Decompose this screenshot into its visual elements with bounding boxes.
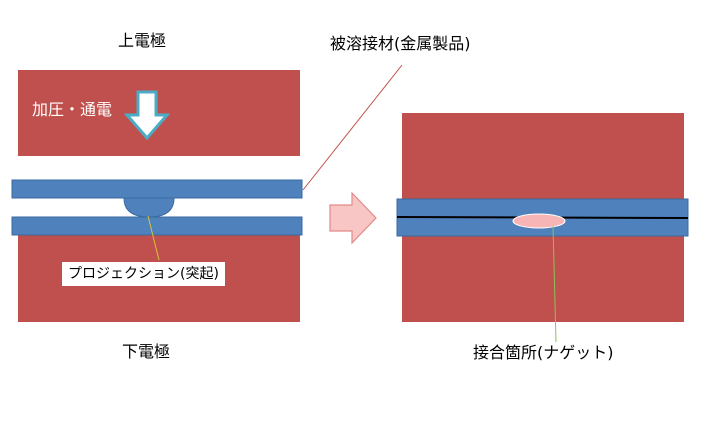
lower-sheet [11,216,303,236]
projection-leader-line [147,215,160,261]
upper-electrode-block [18,70,300,156]
nugget-leader-line [552,225,557,343]
nugget-ellipse [512,213,566,229]
upper-electrode-label: 上電極 [118,31,167,50]
nugget-label: 接合箇所(ナゲット) [473,343,614,362]
pressure-current-label: 加圧・通電 [32,100,113,119]
workpiece-leader-line [302,64,403,191]
projection-bump [123,197,175,218]
workpiece-label: 被溶接材(金属製品) [330,34,471,53]
arrow-down-icon [123,90,171,141]
lower-electrode-label: 下電極 [122,342,171,361]
upper-sheet [11,179,303,199]
projection-label: プロジェクション(突起) [62,262,225,286]
arrow-right-icon [329,191,377,245]
